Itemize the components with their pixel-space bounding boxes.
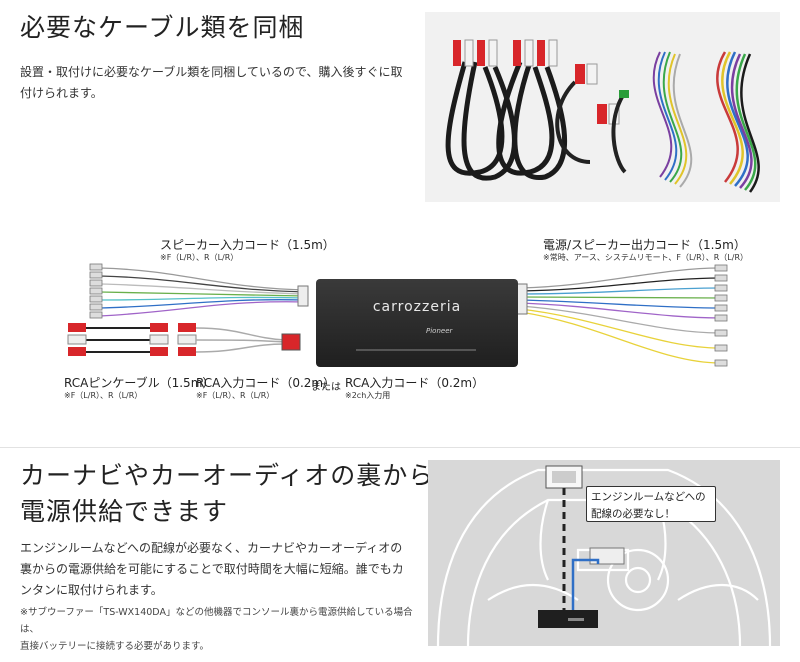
amplifier-model-strip bbox=[356, 349, 476, 351]
amplifier-brand-logo: carrozzeria bbox=[372, 299, 462, 315]
label-rca-input-cord-2ch-note: ※2ch入力用 bbox=[345, 391, 391, 400]
amplifier-unit: carrozzeria Pioneer bbox=[316, 279, 518, 367]
label-rca-pin-cable-note: ※F（L/R）、R（L/R） bbox=[64, 391, 143, 400]
car-interior-illustration: エンジンルームなどへの 配線の必要なし！ bbox=[428, 460, 780, 646]
label-power-speaker-output-cord-note: ※常時、アース、システムリモート、F（L/R）、R（L/R） bbox=[543, 253, 749, 262]
label-power-speaker-output-cord: 電源/スピーカー出力コード（1.5m） bbox=[543, 238, 746, 252]
wiring-diagram bbox=[60, 258, 760, 378]
label-or: または bbox=[311, 382, 341, 393]
label-rca-input-cord: RCA入力コード（0.2m） bbox=[196, 376, 336, 390]
section-title-cables: 必要なケーブル類を同梱 bbox=[20, 13, 305, 42]
label-rca-pin-cable: RCAピンケーブル（1.5m） bbox=[64, 376, 215, 390]
amplifier-maker-logo: Pioneer bbox=[426, 327, 453, 335]
label-speaker-input-cord-note: ※F（L/R）、R（L/R） bbox=[160, 253, 239, 262]
cables-photo bbox=[425, 12, 780, 202]
label-speaker-input-cord: スピーカー入力コード（1.5m） bbox=[160, 238, 335, 252]
label-rca-input-cord-2ch: RCA入力コード（0.2m） bbox=[345, 376, 485, 390]
section-divider bbox=[0, 447, 800, 448]
section-body-power: エンジンルームなどへの配線が必要なく、カーナビやカーオーディオの 裏からの電源供… bbox=[20, 541, 404, 597]
section-note-power: ※サブウーファー「TS-WX140DA」などの他機器でコンソール裏から電源供給し… bbox=[20, 607, 413, 652]
section-title-power: カーナビやカーオーディオの裏から 電源供給できます bbox=[20, 461, 435, 527]
callout-no-wiring-needed: エンジンルームなどへの 配線の必要なし！ bbox=[586, 486, 716, 522]
section-body-cables: 設置・取付けに必要なケーブル類を同梱しているので、購入後すぐに取 付けられます。 bbox=[20, 65, 403, 100]
label-rca-input-cord-note: ※F（L/R）、R（L/R） bbox=[196, 391, 275, 400]
